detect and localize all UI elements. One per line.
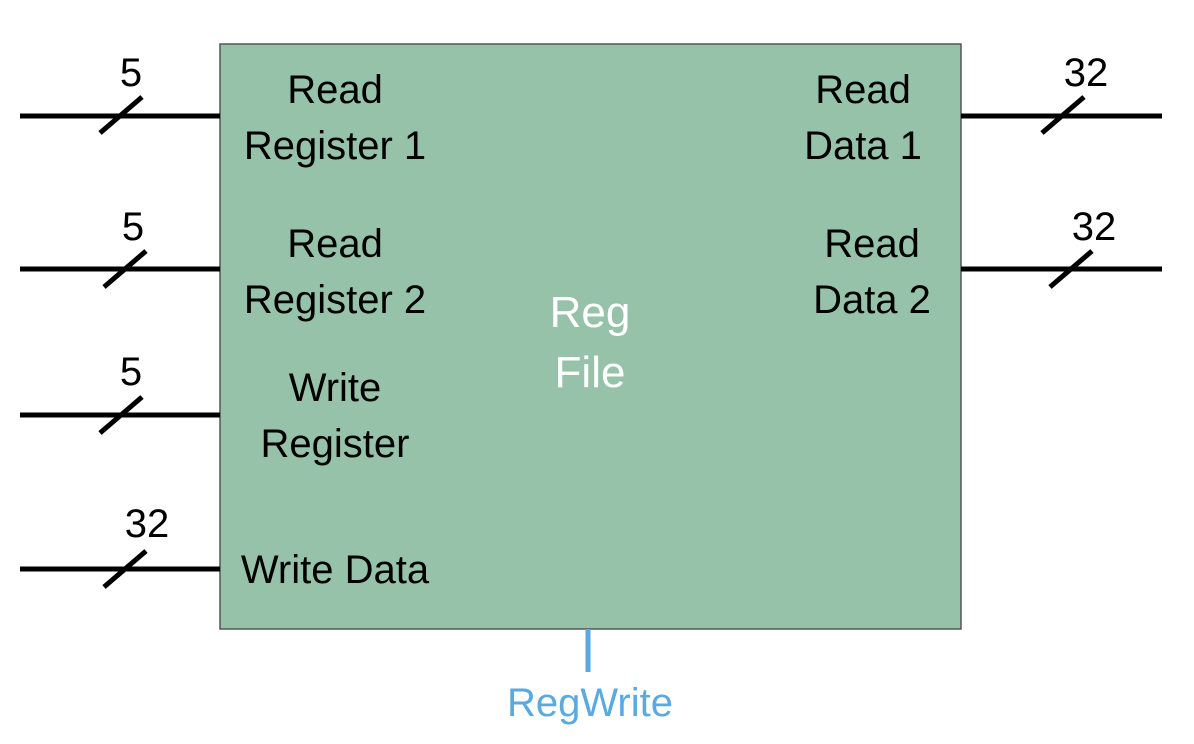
bus-width-read-data-2: 32 (1072, 205, 1117, 249)
bus-width-read-data-1: 32 (1064, 51, 1109, 95)
bus-slash-write-register (98, 395, 144, 435)
bus-slash-read-register-1 (98, 95, 144, 135)
port-label-write-data: Write Data (241, 548, 430, 592)
bus-slash-read-register-2 (102, 249, 148, 289)
bus-width-read-register-1: 5 (120, 51, 142, 95)
port-label-write-register-line1: Write (289, 366, 382, 410)
port-label-read-register-1-line1: Read (287, 68, 383, 112)
block-title-line2: File (555, 348, 626, 397)
port-label-read-register-2-line1: Read (287, 222, 383, 266)
port-label-write-register-line2: Register (261, 422, 410, 466)
port-label-read-data-1-line1: Read (815, 68, 911, 112)
bus-width-write-data: 32 (125, 502, 170, 546)
port-label-read-data-1-line2: Data 1 (804, 124, 922, 168)
register-file-block (219, 43, 962, 630)
port-label-read-data-2-line2: Data 2 (813, 278, 931, 322)
bus-slash-read-data-2 (1048, 249, 1094, 289)
port-label-read-register-2-line2: Register 2 (244, 278, 426, 322)
bus-width-write-register: 5 (120, 350, 142, 394)
block-title-line1: Reg (550, 288, 631, 337)
bus-slash-read-data-1 (1040, 95, 1086, 135)
port-label-read-data-2-line1: Read (824, 222, 920, 266)
bus-width-read-register-2: 5 (122, 205, 144, 249)
control-label-regwrite: RegWrite (507, 681, 673, 725)
port-label-read-register-1-line2: Register 1 (244, 124, 426, 168)
bus-slash-write-data (102, 549, 148, 589)
